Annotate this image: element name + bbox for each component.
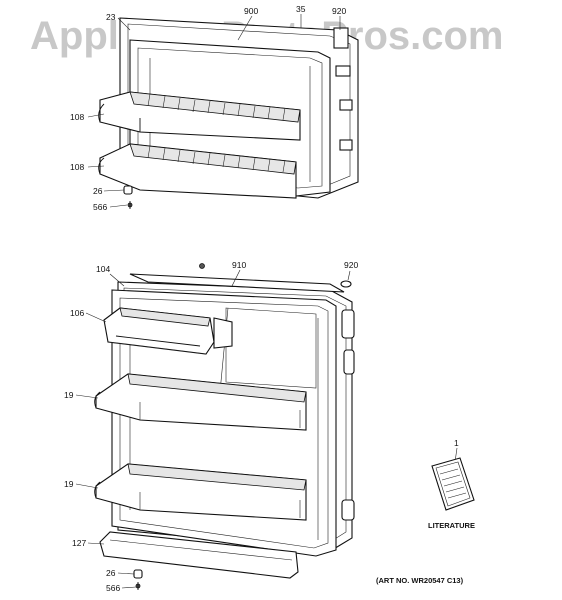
callout-106: 106 <box>70 308 84 318</box>
callout-127: 127 <box>72 538 86 548</box>
freezer-door-assembly <box>98 17 359 209</box>
callout-900: 900 <box>244 6 258 16</box>
freezer-door-shelf-upper <box>98 91 301 141</box>
callout-26-top: 26 <box>93 186 103 196</box>
callout-920-bottom: 920 <box>344 260 358 270</box>
freezer-callouts: 23 900 35 920 108 108 26 566 <box>70 4 346 212</box>
callout-23: 23 <box>106 12 116 22</box>
callout-108-upper: 108 <box>70 112 84 122</box>
freezer-hinge-cap <box>123 185 133 195</box>
literature-label: LITERATURE <box>428 521 475 530</box>
hinge-cover <box>340 280 352 288</box>
fresh-food-callouts: 104 910 920 106 19 19 127 26 566 <box>64 260 358 593</box>
callout-920: 920 <box>332 6 346 16</box>
callout-566-top: 566 <box>93 202 107 212</box>
fresh-food-door-assembly <box>94 263 355 590</box>
callout-104: 104 <box>96 264 110 274</box>
fresh-food-hinge-cap <box>133 569 143 579</box>
callout-26-bottom: 26 <box>106 568 116 578</box>
callout-19-upper: 19 <box>64 390 74 400</box>
door-top-screw <box>199 263 205 269</box>
door-top-cap <box>129 273 345 293</box>
callout-1: 1 <box>454 438 459 448</box>
fresh-food-door-shelf-upper <box>94 373 307 431</box>
fresh-food-door-shelf-lower <box>94 463 307 521</box>
callout-35: 35 <box>296 4 306 14</box>
freezer-door-shelf-lower <box>98 143 297 199</box>
freezer-hinge-top <box>333 27 349 49</box>
literature-booklet: 1 LITERATURE <box>428 438 475 530</box>
art-number: (ART NO. WR20547 C13) <box>376 576 464 585</box>
callout-910: 910 <box>232 260 246 270</box>
callout-566-bottom: 566 <box>106 583 120 593</box>
door-bottom-trim <box>99 531 299 579</box>
callout-108-lower: 108 <box>70 162 84 172</box>
dairy-compartment <box>103 307 233 355</box>
callout-19-lower: 19 <box>64 479 74 489</box>
